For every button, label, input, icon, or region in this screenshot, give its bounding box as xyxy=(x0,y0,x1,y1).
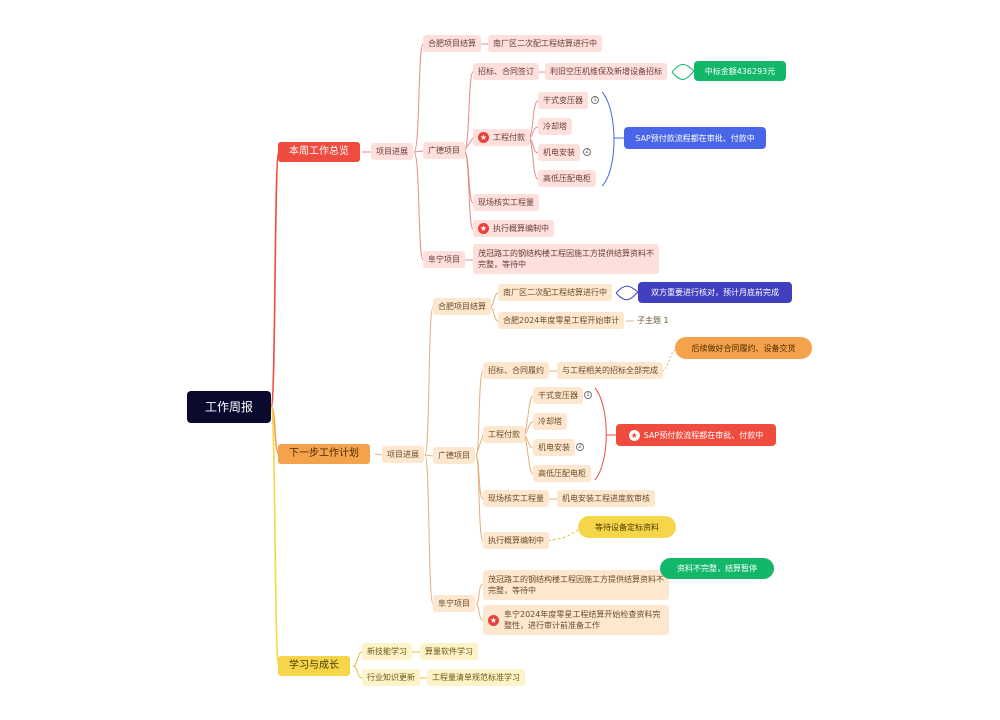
plan-progress[interactable]: 项目进展 xyxy=(382,446,424,463)
plan-hefei-subtopic[interactable]: 子主题 1 xyxy=(637,315,669,325)
summary-guangde[interactable]: 广德项目 xyxy=(423,142,465,159)
budget-to-callout xyxy=(547,529,579,542)
marker-1-icon: 1 xyxy=(591,96,599,104)
summary-payment-callout[interactable]: SAP预付款流程都在审批、付款中 xyxy=(624,127,766,149)
root-to-learning xyxy=(270,406,280,667)
summary-payment[interactable]: ★ 工程付款 xyxy=(473,129,530,146)
summary-bid-callout[interactable]: 中标金额436293元 xyxy=(694,61,786,81)
plan-bidding-detail[interactable]: 与工程相关的招标全部完成 xyxy=(557,362,663,379)
progress-to-guangde xyxy=(413,150,424,153)
plan-onsite-detail[interactable]: 机电安装工程进度款审核 xyxy=(557,490,655,507)
summary-progress[interactable]: 项目进展 xyxy=(371,143,413,160)
guangde-to-plan-budget xyxy=(475,455,484,542)
summary-hefei[interactable]: 合肥项目结算 xyxy=(423,35,481,52)
branch-plan[interactable]: 下一步工作计划 xyxy=(278,444,370,464)
summary-item-electrical[interactable]: 机电安装 xyxy=(538,144,580,161)
learning-skill-detail[interactable]: 算量软件学习 xyxy=(420,643,478,660)
summary-payment-brace xyxy=(601,91,615,187)
marker-2-icon: 2 xyxy=(583,148,591,156)
guangde-to-plan-bidding xyxy=(475,370,484,457)
plan-item-switchgear[interactable]: 高低压配电柜 xyxy=(533,465,591,482)
plan-funing[interactable]: 阜宁项目 xyxy=(433,595,475,612)
plan-funing-callout[interactable]: 资料不完整，结算暂停 xyxy=(660,558,774,579)
bidding-to-callout xyxy=(661,349,676,372)
learning-to-knowledge xyxy=(352,665,363,679)
plan-hefei-item1[interactable]: 南厂区二次配工程结算进行中 xyxy=(498,284,612,301)
guangde-to-plan-payment xyxy=(475,434,484,457)
summary-budget-label: 执行概算编制中 xyxy=(493,223,549,233)
plan-hefei-item2[interactable]: 合肥2024年度零星工程开始审计 xyxy=(498,312,625,329)
learning-skill[interactable]: 新技能学习 xyxy=(362,643,412,660)
summary-item-transformer[interactable]: 干式变压器 xyxy=(538,92,588,109)
marker-2-icon: 2 xyxy=(576,443,584,451)
plan-funing-detail[interactable]: 茂冠路工的钢结构楼工程因施工方提供结算资料不完整，等待中 xyxy=(483,570,669,600)
progress-to-plan-hefei xyxy=(424,306,434,456)
funing-to-plan-audit xyxy=(475,603,484,621)
star-icon: ★ xyxy=(488,614,499,626)
learning-knowledge-detail[interactable]: 工程量清单规范标准学习 xyxy=(427,669,525,686)
summary-funing-detail[interactable]: 茂冠路工的钢结构楼工程因施工方提供结算资料不完整，等待中 xyxy=(473,244,659,274)
plan-item-transformer[interactable]: 干式变压器 xyxy=(533,387,583,404)
hefei-to-item2 xyxy=(489,306,499,322)
hefei-to-item1 xyxy=(489,292,499,308)
summary-funing[interactable]: 阜宁项目 xyxy=(423,251,465,268)
summary-bidding-detail[interactable]: 利旧空压机维保及新增设备招标 xyxy=(545,63,667,80)
plan-funing-audit[interactable]: ★ 阜宁2024年度零星工程结算开始检查资料完整性，进行审计前准备工作 xyxy=(483,605,669,635)
plan-budget-callout[interactable]: 等待设备定标资料 xyxy=(578,516,676,538)
plan-payment-callout-label: SAP预付款流程都在审批、付款中 xyxy=(643,430,764,440)
plan-payment-callout[interactable]: ★ SAP预付款流程都在审批、付款中 xyxy=(616,424,776,446)
star-icon: ★ xyxy=(478,223,489,234)
guangde-to-payment xyxy=(463,137,474,152)
summary-budget[interactable]: ★ 执行概算编制中 xyxy=(473,220,554,237)
bid-callout-brace xyxy=(671,63,695,80)
branch-summary[interactable]: 本周工作总览 xyxy=(278,142,360,162)
summary-payment-label: 工程付款 xyxy=(493,132,525,142)
summary-item-cooling[interactable]: 冷却塔 xyxy=(538,118,572,135)
star-icon: ★ xyxy=(628,429,640,441)
plan-hefei-callout[interactable]: 双方重要进行核对，预计月底前完成 xyxy=(638,282,792,303)
learning-knowledge[interactable]: 行业知识更新 xyxy=(362,669,420,686)
plan-hefei[interactable]: 合肥项目结算 xyxy=(433,298,491,315)
progress-to-plan-guangde xyxy=(424,454,434,457)
star-icon: ★ xyxy=(478,132,489,143)
progress-to-plan-funing xyxy=(424,454,434,605)
progress-to-funing xyxy=(413,151,424,261)
summary-onsite[interactable]: 现场核实工程量 xyxy=(473,194,539,211)
plan-hefei-brace xyxy=(615,285,639,301)
marker-1-icon: 1 xyxy=(584,391,592,399)
plan-to-progress xyxy=(374,453,383,456)
plan-item-cooling[interactable]: 冷却塔 xyxy=(533,413,567,430)
summary-hefei-item[interactable]: 南厂区二次配工程结算进行中 xyxy=(488,35,602,52)
plan-guangde[interactable]: 广德项目 xyxy=(433,447,475,464)
learning-to-skill xyxy=(352,651,363,667)
root-node[interactable]: 工作周报 xyxy=(187,391,271,423)
plan-funing-audit-label: 阜宁2024年度零星工程结算开始检查资料完整性，进行审计前准备工作 xyxy=(504,610,661,630)
plan-bidding[interactable]: 招标、合同履约 xyxy=(483,362,549,379)
plan-payment[interactable]: 工程付款 xyxy=(483,426,525,443)
summary-item-switchgear[interactable]: 高低压配电柜 xyxy=(538,170,596,187)
guangde-to-plan-onsite xyxy=(475,455,484,500)
plan-payment-brace xyxy=(594,387,607,481)
plan-budget[interactable]: 执行概算编制中 xyxy=(483,532,549,549)
branch-learning[interactable]: 学习与成长 xyxy=(278,656,350,676)
plan-item-electrical[interactable]: 机电安装 xyxy=(533,439,575,456)
guangde-to-budget xyxy=(463,150,474,230)
plan-bidding-callout[interactable]: 后续做好合同履约、设备交货 xyxy=(675,337,812,359)
plan-onsite[interactable]: 现场核实工程量 xyxy=(483,490,549,507)
root-to-plan xyxy=(270,406,280,455)
funing-to-plan-detail xyxy=(475,583,484,605)
root-to-summary xyxy=(270,151,280,408)
progress-to-hefei xyxy=(413,43,424,153)
summary-bidding[interactable]: 招标、合同签订 xyxy=(473,63,539,80)
